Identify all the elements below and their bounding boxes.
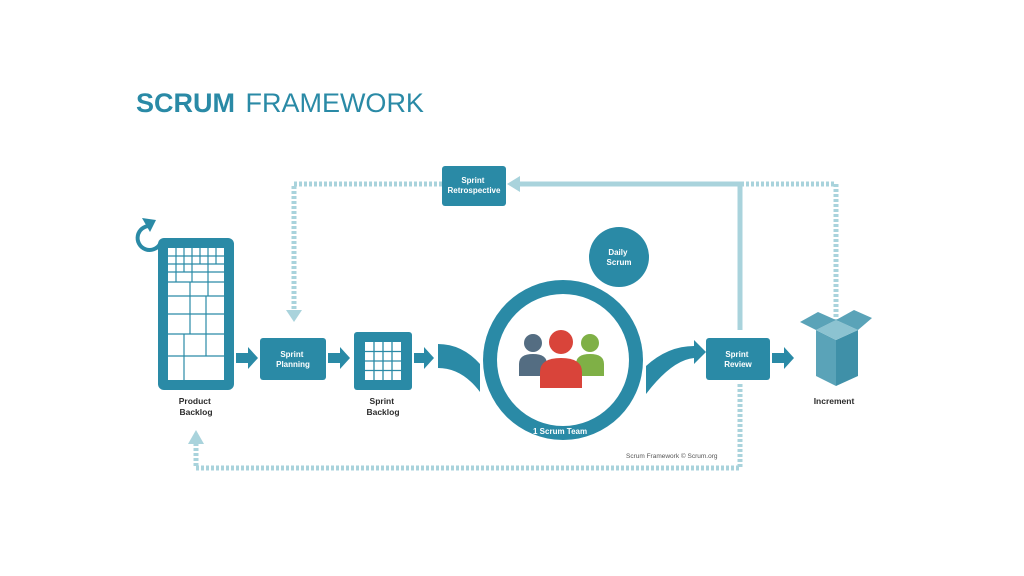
- backlog-to-planning-arrow: [236, 347, 258, 369]
- copyright-notice: Scrum Framework © Scrum.org: [626, 452, 718, 460]
- increment-caption: Increment: [814, 396, 855, 406]
- product-backlog-caption: Product Backlog: [179, 396, 214, 417]
- feedback-loops: [193, 181, 839, 471]
- sprint-review-box: Sprint Review: [706, 338, 770, 380]
- team-people-icon: [519, 330, 604, 388]
- review-to-increment-arrow: [772, 347, 794, 369]
- sprint-planning-box: Sprint Planning: [260, 338, 326, 380]
- swoosh-into-sprint: [438, 344, 480, 392]
- increment-box-icon: [800, 310, 872, 386]
- planning-to-sprint-backlog-arrow: [328, 347, 350, 369]
- retrospective-to-planning-line: [291, 181, 442, 313]
- product-backlog: [158, 238, 234, 390]
- svg-text:Sprint Planning: Sprint Planning: [276, 350, 310, 369]
- page-title: SCRUM FRAMEWORK: [136, 88, 424, 118]
- svg-text:Sprint Retrospective: Sprint Retrospective: [448, 176, 501, 195]
- increment-to-top-line: [740, 181, 839, 322]
- bottom-return-line: [193, 384, 743, 471]
- swoosh-out-of-sprint: [646, 340, 706, 394]
- sprint-backlog-caption: Sprint Backlog: [366, 396, 399, 417]
- cycle-arrow-icon: [135, 218, 162, 252]
- svg-text:Sprint Review: Sprint Review: [724, 350, 752, 369]
- sprint-backlog-to-team-arrow: [414, 347, 434, 369]
- sprint-retrospective-box: Sprint Retrospective: [442, 166, 506, 206]
- sprint-backlog: [354, 332, 412, 390]
- backlog-arrowhead-icon: [188, 430, 204, 444]
- svg-text:Daily Scrum: Daily Scrum: [607, 248, 632, 267]
- daily-scrum-bubble: Daily Scrum: [589, 227, 649, 287]
- team-label: 1 Scrum Team: [533, 427, 587, 436]
- planning-arrowhead-icon: [286, 310, 302, 322]
- review-to-retrospective-line: [512, 181, 743, 330]
- retrospective-arrowhead-icon: [507, 176, 520, 192]
